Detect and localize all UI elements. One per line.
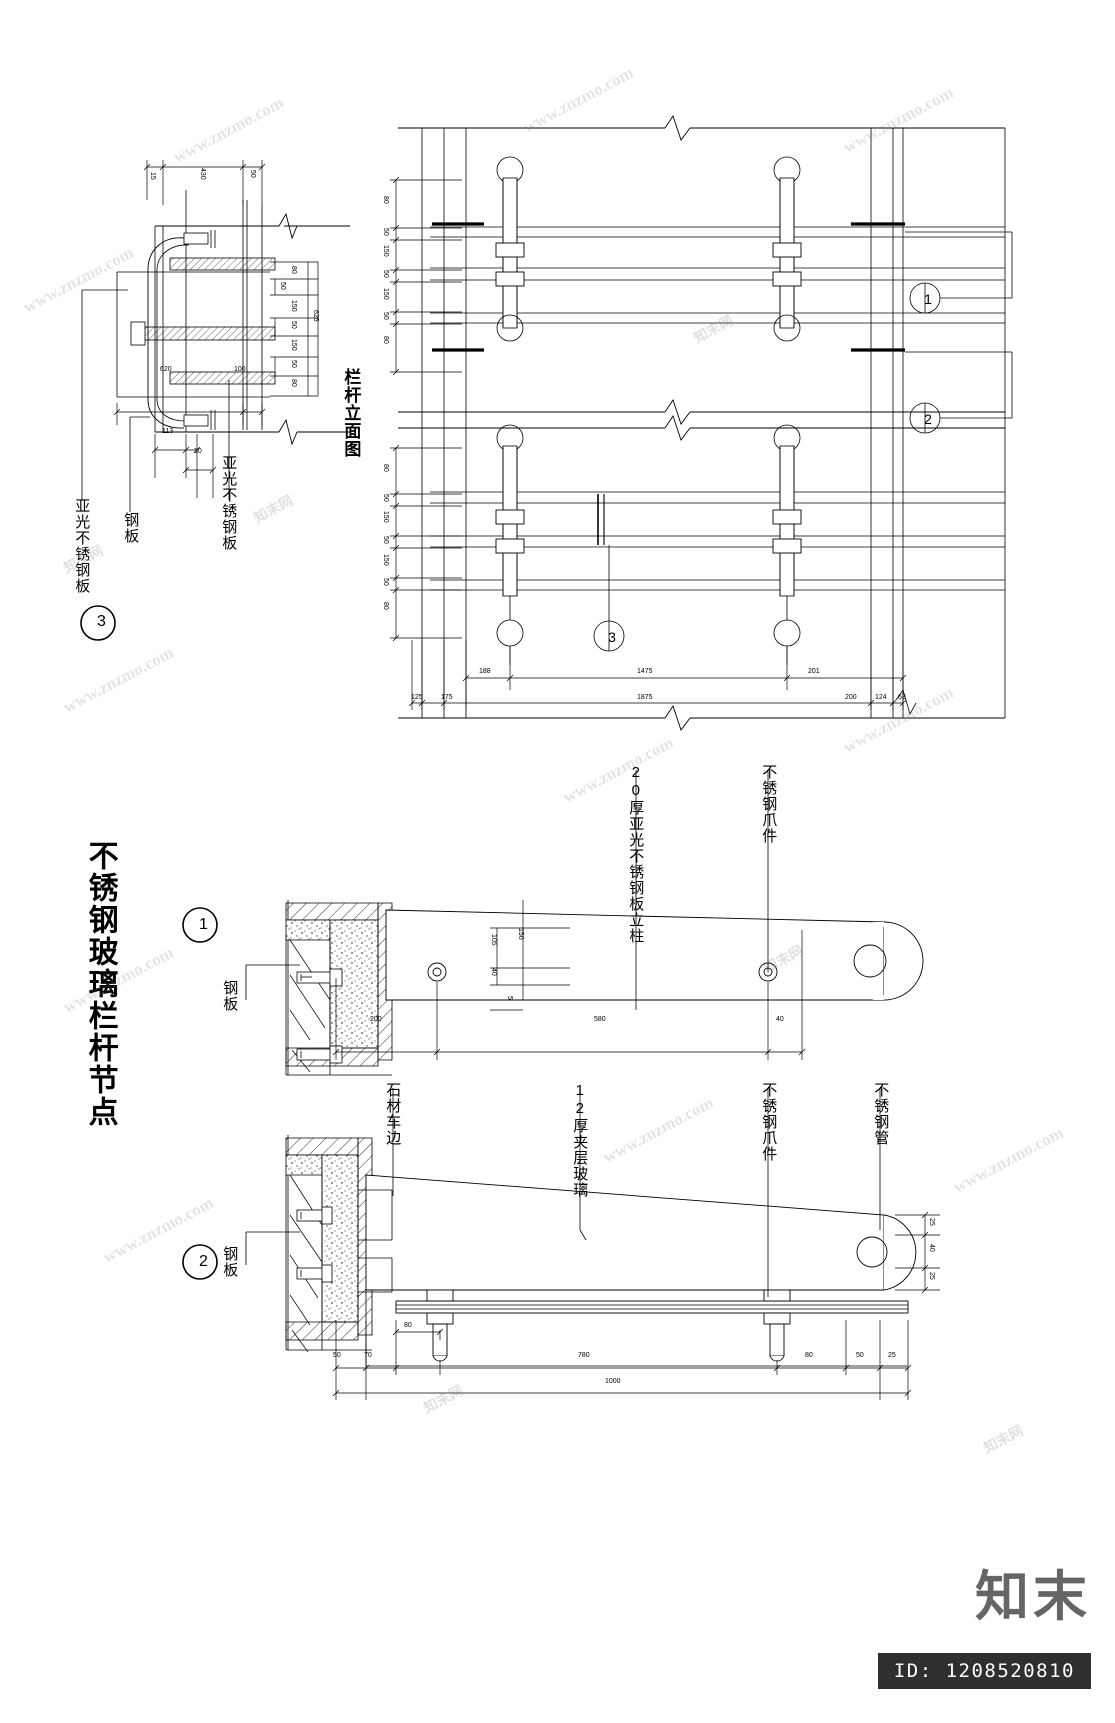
elev-lo-dim-0: 80 <box>382 464 389 472</box>
detail3-side-total: 625 <box>312 310 319 322</box>
drawing-id-badge: ID: 1208520810 <box>877 1653 1091 1689</box>
elev-bot2-dim-4: 124 <box>875 694 887 701</box>
detail3-top-dim-0: 15 <box>149 172 156 180</box>
detail3-side-dim-6: 80 <box>290 379 297 387</box>
detail3-side-dim-5: 50 <box>290 360 297 368</box>
detail2-bot-dim-2: 780 <box>578 1352 590 1359</box>
detail2-right-dim-2: 25 <box>928 1272 935 1280</box>
detail3-side-dim-3: 50 <box>290 321 297 329</box>
elevation-callout-1-text: 1 <box>920 291 936 307</box>
elev-up-dim-5: 50 <box>382 312 389 320</box>
detail2-bot-dim-4: 50 <box>856 1352 864 1359</box>
elevation-callout-3-text: 3 <box>604 629 620 645</box>
detail1-dim-150: 150 <box>517 928 524 940</box>
detail3-side-dim-1: 50 <box>279 282 286 290</box>
detail1-dim-5: 5 <box>506 996 513 1000</box>
label-stone-bevel-edge: 石材车边 <box>384 1082 402 1146</box>
detail3-lower-dim-1: 30 <box>194 448 202 455</box>
detail1-dim-40b: 40 <box>490 968 497 976</box>
elev-up-dim-6: 80 <box>382 336 389 344</box>
label-stainless-spider-fitting-2: 不锈钢爪件 <box>760 1082 778 1162</box>
detail2-bot-dim-1: 70 <box>364 1352 372 1359</box>
detail-bubble-2-text: 2 <box>195 1253 212 1270</box>
elevation-callout-2-text: 2 <box>920 411 936 427</box>
label-steel-plate-left: 钢板 <box>122 512 140 544</box>
detail2-bot-dim-5: 25 <box>888 1352 896 1359</box>
label-steel-plate-d1: 钢板 <box>221 980 239 1012</box>
detail3-side-dim-0: 80 <box>290 266 297 274</box>
detail3-side-dim-2: 150 <box>290 300 297 312</box>
page-title: 不锈钢玻璃栏杆节点 <box>83 840 117 1128</box>
elev-bot2-dim-3: 200 <box>845 694 857 701</box>
label-laminated-glass-12mm: 12厚夹层玻璃 <box>571 1082 589 1198</box>
elev-up-dim-0: 80 <box>382 196 389 204</box>
brand-logo: 知末 <box>975 1565 1091 1628</box>
elev-lo-dim-4: 150 <box>382 554 389 566</box>
elevation-title: 栏杆立面图 <box>341 368 361 458</box>
elev-bot1-dim-0: 188 <box>479 668 491 675</box>
elev-up-dim-3: 50 <box>382 270 389 278</box>
detail1-dim-200: 200 <box>370 1016 382 1023</box>
detail3-lower-dim-0: 113 <box>162 428 174 435</box>
detail1-dim-105: 105 <box>490 934 497 946</box>
detail2-dim-overall: 1000 <box>605 1378 621 1385</box>
elev-bot2-dim-1: 175 <box>441 694 453 701</box>
elev-up-dim-1: 50 <box>382 228 389 236</box>
label-stainless-spider-fitting: 不锈钢爪件 <box>760 764 778 844</box>
detail2-right-dim-0: 25 <box>928 1218 935 1226</box>
elev-lo-dim-1: 50 <box>382 494 389 502</box>
elev-lo-dim-6: 80 <box>382 602 389 610</box>
detail-bubble-1-text: 1 <box>195 916 212 933</box>
elev-up-dim-2: 150 <box>382 245 389 257</box>
elev-up-dim-4: 150 <box>382 288 389 300</box>
elev-bot2-dim-5: 63 <box>898 694 906 701</box>
elev-bot1-dim-1: 1475 <box>637 668 653 675</box>
detail2-dim-inner-80: 80 <box>404 1322 412 1329</box>
label-matte-stainless-plate-left: 亚光不锈钢板 <box>73 498 91 594</box>
detail3-top-dim-2: 50 <box>249 170 256 178</box>
elev-bot2-dim-2: 1875 <box>637 694 653 701</box>
detail1-dim-40a: 40 <box>776 1016 784 1023</box>
elev-lo-dim-5: 50 <box>382 578 389 586</box>
detail3-bottom-dim-1: 100 <box>234 366 246 373</box>
detail3-top-dim-1: 430 <box>199 168 206 180</box>
detail1-dim-580: 580 <box>594 1016 606 1023</box>
elev-lo-dim-3: 50 <box>382 536 389 544</box>
label-stainless-tube: 不锈钢管 <box>872 1082 890 1146</box>
detail2-bot-dim-3: 80 <box>805 1352 813 1359</box>
detail2-right-dim-1: 40 <box>928 1244 935 1252</box>
detail3-side-dim-4: 150 <box>290 339 297 351</box>
label-matte-stainless-plate-right: 亚光不锈钢板 <box>220 455 238 551</box>
elev-bot2-dim-0: 125 <box>411 694 423 701</box>
detail-bubble-3-text: 3 <box>93 613 110 630</box>
detail2-bot-dim-0: 50 <box>333 1352 341 1359</box>
elev-lo-dim-2: 150 <box>382 511 389 523</box>
elev-bot1-dim-2: 201 <box>808 668 820 675</box>
label-steel-plate-d2: 钢板 <box>221 1246 239 1278</box>
detail3-bottom-dim-0: 620 <box>160 366 172 373</box>
label-post-20mm-matte-stainless: 20厚亚光不锈钢板立柱 <box>627 764 645 944</box>
